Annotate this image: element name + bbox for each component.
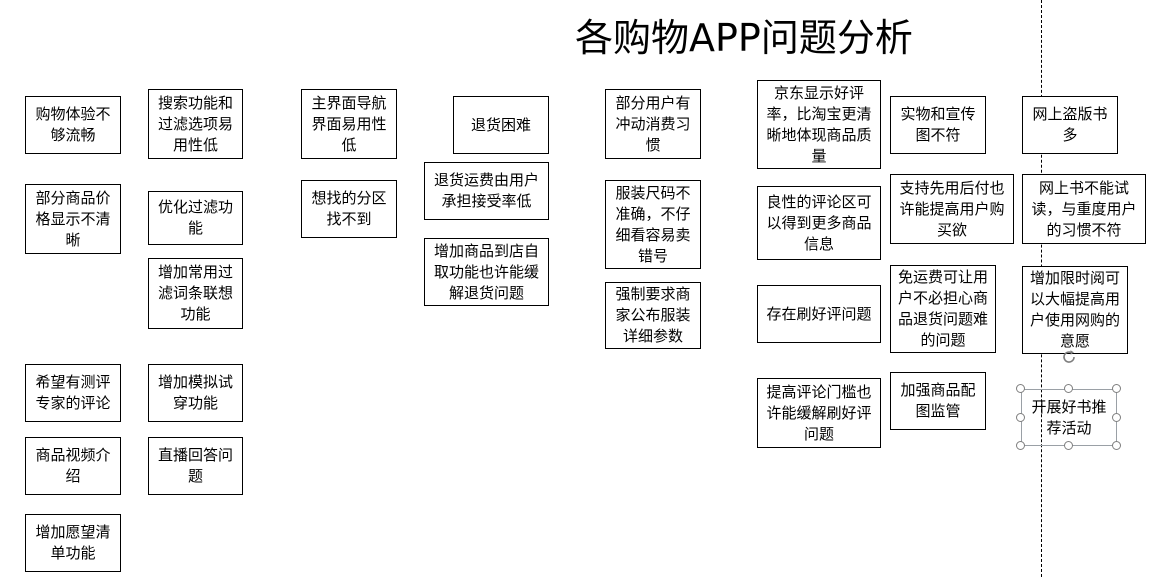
sticky-note[interactable]: 搜索功能和过滤选项易用性低: [148, 89, 243, 159]
sticky-note[interactable]: 网上盗版书多: [1022, 96, 1118, 154]
sticky-note[interactable]: 希望有测评专家的评论: [25, 364, 121, 422]
sticky-note[interactable]: 增加商品到店自取功能也许能缓解退货问题: [424, 238, 549, 306]
sticky-note[interactable]: 良性的评论区可以得到更多商品信息: [757, 186, 881, 260]
sticky-note[interactable]: 服装尺码不准确，不仔细看容易卖错号: [605, 180, 701, 269]
sticky-note[interactable]: 增加愿望清单功能: [25, 514, 121, 572]
sticky-note[interactable]: 免运费可让用户不必担心商品退货问题难的问题: [890, 265, 996, 353]
resize-handle-icon[interactable]: [1016, 384, 1025, 393]
sticky-note[interactable]: 增加限时阅可以大幅提高用户使用网购的意愿: [1022, 266, 1128, 354]
sticky-note[interactable]: 支持先用后付也许能提高用户购买欲: [890, 174, 1014, 244]
resize-handle-icon[interactable]: [1064, 384, 1073, 393]
sticky-note[interactable]: 京东显示好评率，比淘宝更清晰地体现商品质量: [757, 80, 881, 169]
resize-handle-icon[interactable]: [1016, 413, 1025, 422]
sticky-note[interactable]: 强制要求商家公布服装详细参数: [605, 282, 701, 349]
sticky-note[interactable]: 想找的分区找不到: [301, 180, 397, 238]
sticky-note[interactable]: 主界面导航界面易用性低: [301, 89, 397, 159]
sticky-note[interactable]: 商品视频介绍: [25, 437, 121, 495]
sticky-note-selected[interactable]: 开展好书推荐活动: [1031, 397, 1107, 437]
resize-handle-icon[interactable]: [1016, 441, 1025, 450]
sticky-note[interactable]: 增加常用过滤词条联想功能: [148, 258, 243, 329]
sticky-note[interactable]: 网上书不能试读，与重度用户的习惯不符: [1022, 174, 1146, 244]
resize-handle-icon[interactable]: [1112, 441, 1121, 450]
sticky-note[interactable]: 部分用户有冲动消费习惯: [605, 89, 701, 159]
rotate-handle-icon[interactable]: [1060, 348, 1078, 366]
resize-handle-icon[interactable]: [1112, 384, 1121, 393]
sticky-note[interactable]: 部分商品价格显示不清晰: [25, 184, 121, 254]
sticky-note[interactable]: 加强商品配图监管: [890, 372, 986, 430]
sticky-note[interactable]: 直播回答问题: [148, 437, 243, 495]
page-title[interactable]: 各购物APP问题分析: [575, 16, 913, 60]
sticky-note[interactable]: 提高评论门槛也许能缓解刷好评问题: [757, 378, 881, 448]
sticky-note[interactable]: 优化过滤功能: [148, 191, 243, 245]
sticky-note[interactable]: 存在刷好评问题: [757, 285, 881, 343]
sticky-note[interactable]: 退货困难: [453, 96, 549, 154]
resize-handle-icon[interactable]: [1112, 413, 1121, 422]
sticky-note[interactable]: 增加模拟试穿功能: [148, 364, 243, 422]
sticky-note[interactable]: 退货运费由用户承担接受率低: [424, 162, 549, 220]
resize-handle-icon[interactable]: [1064, 441, 1073, 450]
sticky-note[interactable]: 购物体验不够流畅: [25, 96, 121, 154]
selection-frame: [1021, 389, 1117, 446]
sticky-note[interactable]: 实物和宣传图不符: [890, 96, 986, 154]
